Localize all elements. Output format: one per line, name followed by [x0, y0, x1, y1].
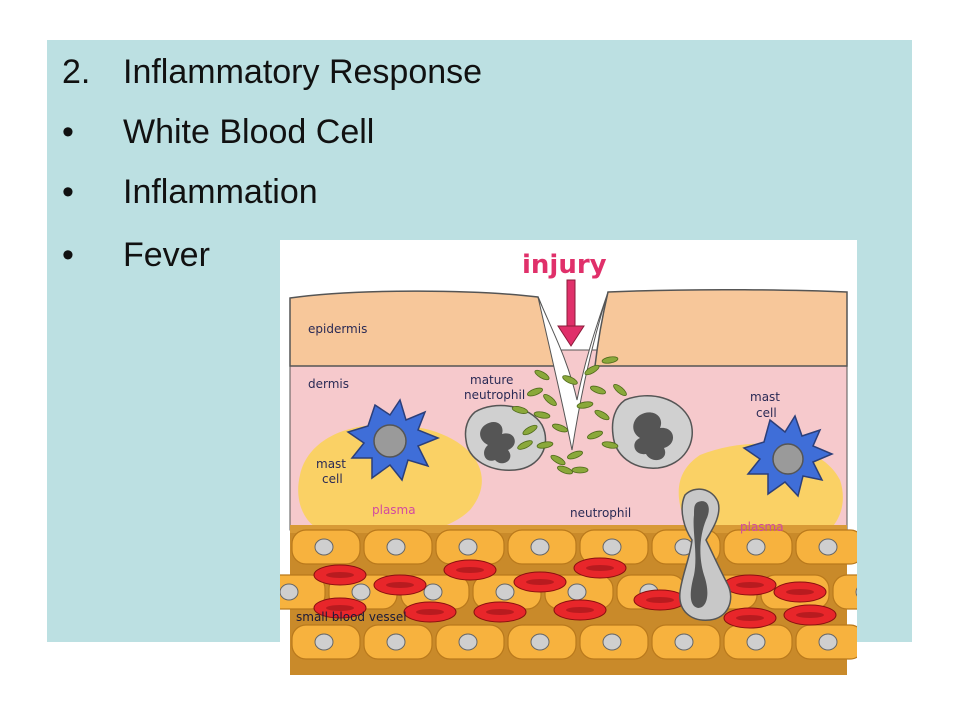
vessel-cell-nucleus [458, 538, 478, 556]
vessel-cell-nucleus [674, 633, 694, 651]
red-blood-cell-center [736, 582, 764, 588]
vessel-cell-nucleus [818, 538, 838, 556]
red-blood-cells [313, 557, 837, 629]
mast-cell-left-label-line1: mast [316, 457, 346, 471]
mast-cell-left-nucleus [373, 424, 407, 458]
red-blood-cell-center [386, 582, 414, 588]
mast-cell-right-label-line1: mast [750, 390, 780, 404]
red-blood-cell-center [786, 589, 814, 595]
epidermis-right [594, 288, 848, 367]
red-blood-cell-center [566, 607, 594, 613]
bacterium [601, 356, 619, 364]
vessel-cell [832, 574, 857, 610]
bacterium [567, 450, 583, 460]
small-blood-vessel-label: small blood vessel [296, 610, 407, 624]
vessel-cell-nucleus [602, 538, 622, 556]
injury-label: injury [522, 250, 607, 280]
injury-arrow-icon [557, 325, 585, 347]
bacterium [536, 441, 554, 449]
bacterium [613, 383, 627, 397]
bacterium [562, 375, 578, 385]
vessel-cell-nucleus [495, 583, 515, 601]
vessel-cell-nucleus [567, 583, 587, 601]
bacterium [590, 385, 606, 395]
vessel-cell [280, 574, 326, 610]
vessel-cells [280, 529, 857, 660]
vessel-cell-nucleus [314, 633, 334, 651]
mast-cell-right-nucleus [772, 443, 804, 475]
vessel-cell-nucleus [280, 583, 299, 601]
bacterium [576, 401, 594, 409]
list-number: 2. [62, 53, 91, 91]
bacterium [601, 441, 619, 449]
bacterium [522, 424, 538, 436]
vessel-edge [290, 525, 847, 533]
vessel-cell-nucleus [746, 538, 766, 556]
plasma-left [298, 424, 482, 539]
red-blood-cell-center [736, 615, 764, 621]
bullet-marker: • [62, 173, 74, 211]
bacterium [571, 466, 589, 474]
bullet-text: Inflammation [123, 173, 318, 211]
neutrophil-migrating-nucleus [690, 501, 709, 608]
vessel-cell-nucleus [855, 587, 857, 597]
vessel-cell-nucleus [530, 538, 550, 556]
plasma-left-label: plasma [372, 503, 416, 517]
vessel-cell-nucleus [602, 633, 622, 651]
bacterium [534, 369, 550, 381]
inflammation-diagram: injury epidermis dermis mature neutrophi… [280, 250, 857, 675]
heading-text: Inflammatory Response [123, 53, 483, 91]
red-blood-cell-center [456, 567, 484, 573]
vessel-cell-nucleus [818, 633, 838, 651]
bacterium [552, 423, 568, 433]
red-blood-cell-center [326, 605, 354, 611]
vessel-cell-nucleus [386, 538, 406, 556]
bacterium [517, 440, 533, 450]
bacterium [543, 393, 557, 407]
neutrophil-right-nucleus [633, 412, 674, 461]
bullet-marker: • [62, 113, 74, 151]
vessel-cell-nucleus [386, 633, 406, 651]
red-blood-cell-center [526, 579, 554, 585]
red-blood-cell-center [646, 597, 674, 603]
bullet-marker: • [62, 236, 74, 274]
vessel-cell-nucleus [314, 538, 334, 556]
red-blood-cell-center [796, 612, 824, 618]
mature-neutrophil-label-line1: mature [470, 373, 513, 387]
bacteria [511, 356, 627, 475]
vessel-cell-nucleus [458, 633, 478, 651]
bacterium [533, 411, 551, 419]
wound [537, 291, 609, 451]
bacterium [511, 406, 529, 414]
bullet-text: Fever [123, 236, 210, 274]
vessel-cell-nucleus [746, 633, 766, 651]
plasma-right-label: plasma [740, 520, 784, 534]
bacterium [584, 364, 600, 376]
vessel-cell-nucleus [351, 583, 371, 601]
bacterium [557, 465, 573, 475]
bacterium [550, 454, 566, 466]
red-blood-cell-center [416, 609, 444, 615]
vessel-cell-nucleus [530, 633, 550, 651]
neutrophil-left-nucleus [480, 421, 515, 464]
injury-arrow-shaft [566, 279, 576, 329]
bacterium [594, 409, 610, 421]
red-blood-cell-center [326, 572, 354, 578]
vessel-cell-nucleus [423, 583, 443, 601]
bacterium [587, 430, 603, 440]
mature-neutrophil-label-line2: neutrophil [464, 388, 525, 402]
epidermis-label: epidermis [308, 322, 367, 336]
red-blood-cell-center [486, 609, 514, 615]
mast-cell-left-label-line2: cell [322, 472, 343, 486]
dermis-label: dermis [308, 377, 349, 391]
red-blood-cell-center [586, 565, 614, 571]
neutrophil-label: neutrophil [570, 506, 631, 520]
bullet-text: White Blood Cell [123, 113, 375, 151]
mast-cell-right-label-line2: cell [756, 406, 777, 420]
bacterium [527, 387, 543, 397]
